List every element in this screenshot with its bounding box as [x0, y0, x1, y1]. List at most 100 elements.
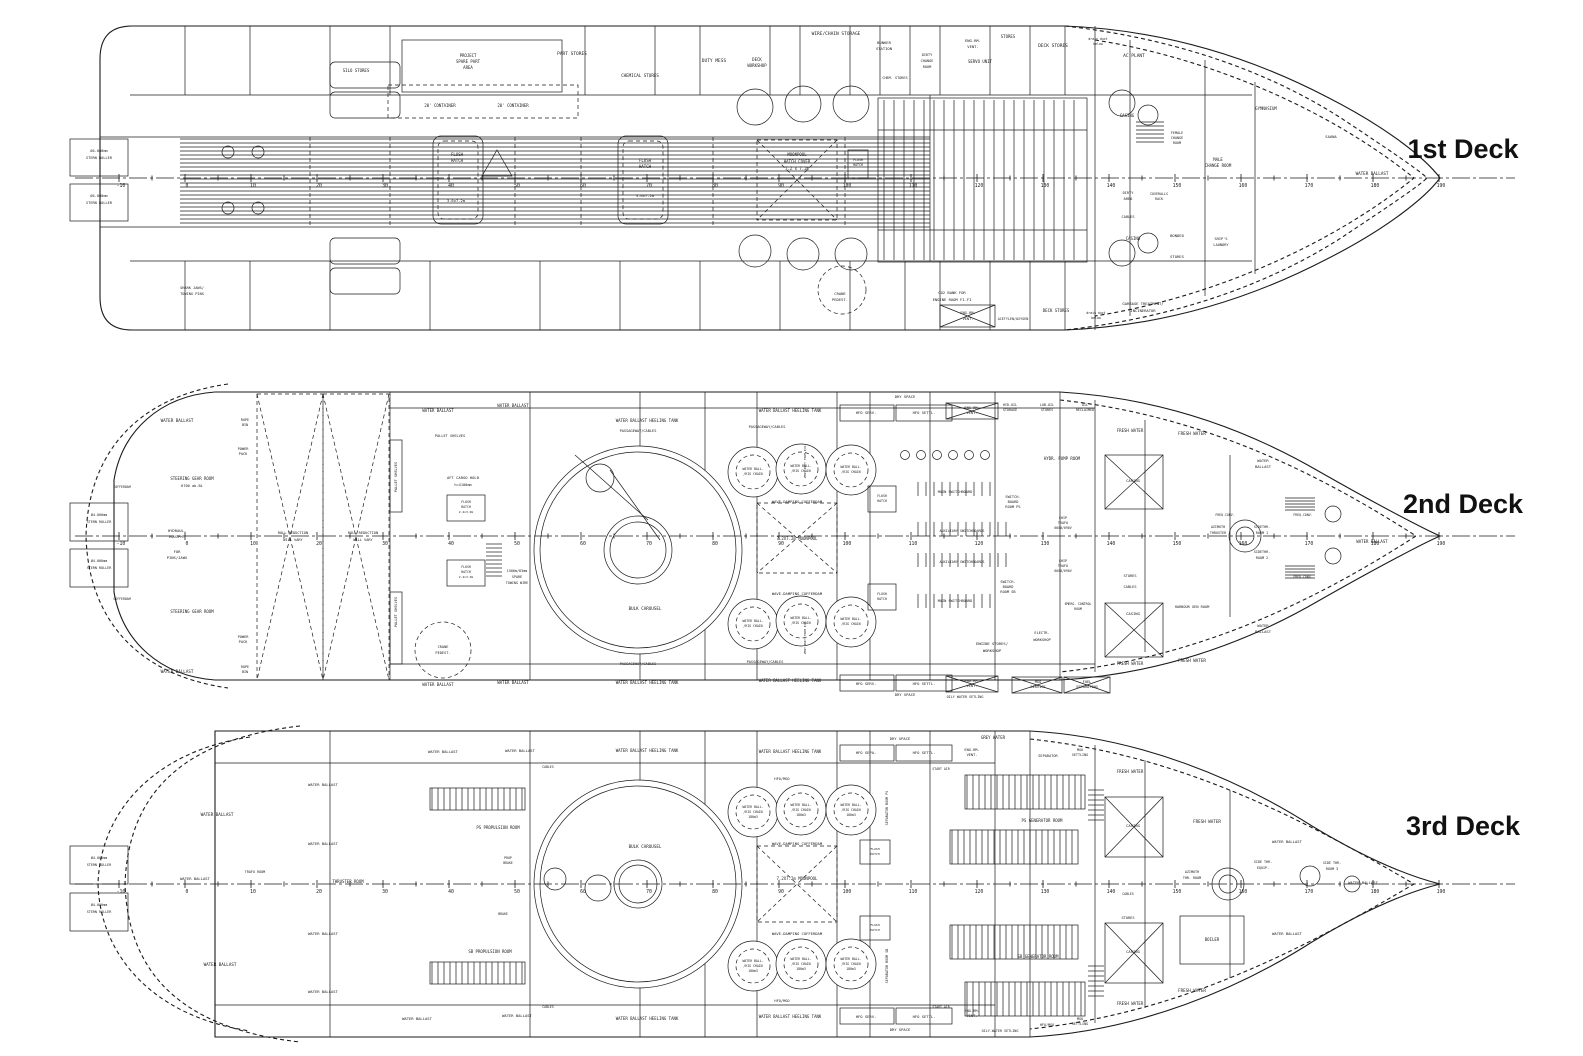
deck-1-scale-number: 70 — [646, 183, 652, 189]
deck-2-hull-outline — [1059, 399, 1418, 673]
room-label: ROLL REDUCTION — [348, 531, 378, 535]
room-label: Ø4-000mm — [91, 558, 107, 563]
deck-3-scale-number: 140 — [1107, 889, 1116, 895]
room-label: ENGINE STORES/ — [976, 641, 1008, 646]
room-label: MAIN SWITCHBOARD — [938, 599, 973, 603]
room-label: FLUSH — [870, 847, 879, 851]
room-label: SILO STORES — [343, 68, 370, 73]
room-label: BOARD — [1008, 500, 1019, 504]
deck-1-scale-number: -10 — [117, 183, 126, 189]
room-label: FRESH WATER — [1117, 1001, 1144, 1006]
room-label: FRESH WATER — [1178, 658, 1206, 663]
room-label: SETTLING — [1072, 1022, 1088, 1026]
deck-2-scale-number: 10 — [250, 541, 256, 547]
deck-3-scale-number: 100 — [843, 889, 852, 895]
room-label: FRESH WATER — [1117, 769, 1144, 774]
room-label: WATER BALL. — [790, 957, 811, 961]
room-label: OILY-WATER SETLING — [982, 1029, 1019, 1033]
room-label: WATER BALLAST — [422, 408, 454, 413]
room-label: below — [1093, 42, 1103, 46]
room-label: FLUSH — [853, 158, 863, 162]
room-label: LUB.OIL — [1040, 403, 1054, 407]
room-label: PROJECT — [460, 53, 477, 58]
room-label: CASING — [1126, 611, 1140, 616]
room-label: WATER — [1257, 458, 1269, 463]
room-label: WORKSHOP — [1033, 638, 1050, 642]
room-label: DIRTY — [922, 53, 933, 57]
deck-2-scale-number: 70 — [646, 541, 652, 547]
room-label: AZIMUTH — [1185, 870, 1199, 874]
room-label: HYD.OIL — [1003, 403, 1017, 407]
room-label: WILL VARY — [353, 538, 373, 542]
room-label: Ø4-000mm — [90, 148, 107, 153]
room-label: below — [1091, 316, 1101, 320]
room-label: WATER BALLAST — [497, 403, 529, 408]
room-label: POWER — [238, 635, 250, 639]
room-label: TRAFO — [1058, 521, 1068, 525]
room-label: WATER BALLAST — [201, 812, 234, 817]
room-label: HFO SETTL. — [913, 750, 936, 755]
room-label: 6600/690V — [1054, 569, 1071, 573]
room-label: HARBOUR GEN ROOM — [1175, 605, 1210, 609]
room-label: FRESH WATER — [1178, 988, 1206, 993]
room-label: TRAFO — [1058, 564, 1068, 568]
room-label: CABLES — [1122, 892, 1134, 896]
room-label: SEPARATOR ROOM SB — [885, 949, 889, 984]
room-label: BRAKE — [498, 912, 508, 916]
room-label: 2.4x3.0m — [459, 510, 474, 514]
room-label: HFO/MGO — [1040, 1023, 1054, 1027]
room-label: PASSAGEWAY/CABLES — [620, 429, 657, 433]
deck-1-scale-number: 170 — [1305, 183, 1314, 189]
deck-3-scale-number: 190 — [1437, 889, 1446, 895]
room-label: STERN ROLLER — [87, 910, 112, 914]
deck-3-scale-number: 0 — [186, 889, 189, 895]
room-label: FLUSH — [877, 494, 887, 498]
room-label: WATER BALL. — [742, 959, 763, 963]
room-label: LAUNDRY — [1213, 243, 1229, 247]
room-label: THRUSTER ROOM — [332, 879, 364, 884]
room-label: VENT DUCT FROM E/R — [803, 622, 807, 655]
room-label: FEMALE — [1171, 131, 1183, 135]
room-label: THR. ROOM — [1183, 876, 1201, 880]
room-label: AZIMUTH — [1211, 525, 1225, 529]
room-label: SHARK JAWS/ — [180, 286, 204, 290]
room-label: BULK CAROUSEL — [629, 844, 662, 849]
room-label: SAUNA — [1325, 134, 1337, 139]
room-label: PASSAGEWAY/CABLES — [749, 425, 786, 429]
deck-2-scale-number: 110 — [909, 541, 918, 547]
room-label: SWITCH- — [1005, 495, 1020, 499]
deck-3-scale-number: -10 — [117, 889, 126, 895]
room-label: DRY SPACE — [890, 1027, 911, 1032]
room-label: CASING — [1126, 949, 1140, 954]
deck-2-title: 2nd Deck — [1403, 489, 1524, 519]
room-label: WATER BALLAST — [422, 682, 454, 687]
room-label: /RIG CHAIN — [841, 470, 860, 474]
deck-2-scale-number: 160 — [1239, 541, 1248, 547]
room-label: ROOM — [1173, 141, 1181, 145]
room-label: START AIR — [932, 1005, 949, 1009]
room-label: FRESH WATER — [1117, 428, 1144, 433]
deck-1-scale-number: 80 — [712, 183, 718, 189]
room-label: BOILER — [1205, 937, 1220, 942]
room-label: MAIN SWITCHBOARD — [938, 490, 973, 494]
room-label: SEPARATOR ROOM PS — [885, 791, 889, 826]
room-label: CABLES — [542, 1005, 554, 1009]
room-label: DRY SPACE — [895, 692, 916, 697]
room-label: INCINERATOR — [1130, 308, 1156, 313]
room-label: 180m3 — [846, 813, 856, 817]
room-label: FLUSH — [639, 158, 652, 163]
room-label: SERVO UNIT — [968, 59, 993, 64]
deck-3-scale-number: 110 — [909, 889, 918, 895]
room-label: drain duct — [1088, 37, 1107, 41]
room-label: WATER BALLAST — [308, 782, 338, 787]
room-label: BIN — [242, 423, 248, 427]
room-label: 20' CONTAINER — [424, 103, 456, 108]
room-label: WATER BALLAST HEELING TANK — [616, 418, 679, 423]
deck-1-title: 1st Deck — [1407, 134, 1519, 164]
room-label: FUEL — [1083, 680, 1092, 684]
room-label: WATER BALLAST HEELING TANK — [616, 680, 679, 685]
room-label: 1500m/83mm — [507, 569, 527, 573]
room-label: HATCH — [461, 505, 471, 509]
deck-2-scale-number: 0 — [186, 541, 189, 547]
